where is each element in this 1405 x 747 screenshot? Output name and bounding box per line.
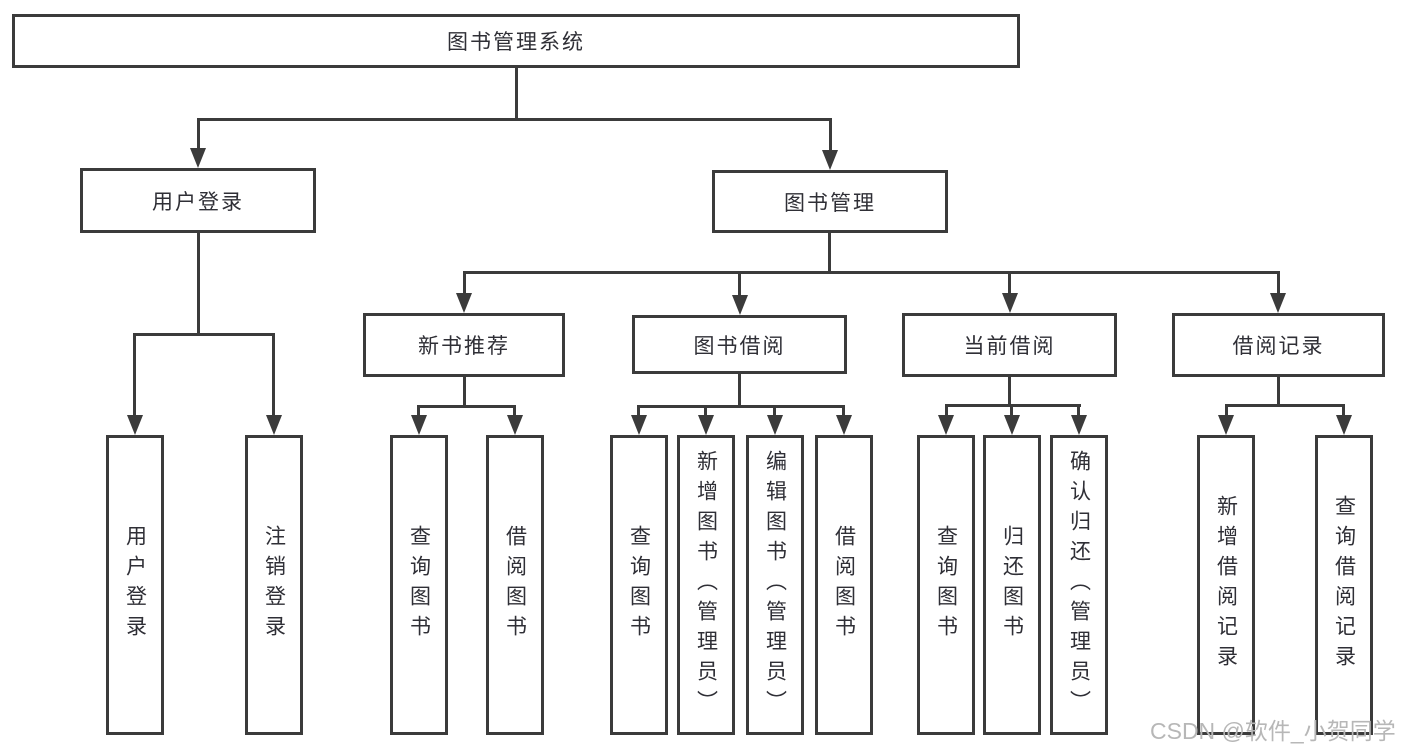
leaf-return-books: 归还图书 bbox=[983, 435, 1041, 735]
arrowhead-icon bbox=[1004, 415, 1020, 435]
leaf-borrow-books-recommend: 借阅图书 bbox=[486, 435, 544, 735]
arrowhead-icon bbox=[411, 415, 427, 435]
connector-vline bbox=[1342, 404, 1345, 417]
node-user-login: 用户登录 bbox=[80, 168, 316, 233]
connector-vline bbox=[1277, 271, 1280, 295]
connector-vline bbox=[1008, 271, 1011, 295]
connector-vline bbox=[197, 118, 200, 150]
connector-hline bbox=[637, 405, 845, 408]
arrowhead-icon bbox=[456, 293, 472, 313]
node-book-borrow: 图书借阅 bbox=[632, 315, 847, 374]
connector-vline bbox=[1008, 377, 1011, 406]
connector-vline bbox=[704, 405, 707, 417]
arrowhead-icon bbox=[266, 415, 282, 435]
connector-vline bbox=[1010, 404, 1013, 417]
node-current-borrow: 当前借阅 bbox=[902, 313, 1117, 377]
leaf-borrow-books: 借阅图书 bbox=[815, 435, 873, 735]
connector-vline bbox=[463, 271, 466, 295]
connector-vline bbox=[773, 405, 776, 417]
leaf-query-books-current: 查询图书 bbox=[917, 435, 975, 735]
leaf-confirm-return-admin: 确认归还（管理员） bbox=[1050, 435, 1108, 735]
arrowhead-icon bbox=[698, 415, 714, 435]
connector-hline bbox=[945, 404, 1081, 407]
node-new-book-recommend: 新书推荐 bbox=[363, 313, 565, 377]
connector-vline bbox=[272, 333, 275, 417]
leaf-user-login: 用户登录 bbox=[106, 435, 164, 735]
arrowhead-icon bbox=[1071, 415, 1087, 435]
leaf-logout: 注销登录 bbox=[245, 435, 303, 735]
node-root: 图书管理系统 bbox=[12, 14, 1020, 68]
connector-vline bbox=[842, 405, 845, 417]
arrowhead-icon bbox=[836, 415, 852, 435]
arrowhead-icon bbox=[822, 150, 838, 170]
connector-vline bbox=[1225, 404, 1228, 417]
arrowhead-icon bbox=[1218, 415, 1234, 435]
connector-hline bbox=[197, 118, 832, 121]
connector-vline bbox=[1277, 377, 1280, 406]
leaf-add-books-admin: 新增图书（管理员） bbox=[677, 435, 735, 735]
connector-vline bbox=[513, 405, 516, 417]
connector-vline bbox=[637, 405, 640, 417]
leaf-add-borrow-record: 新增借阅记录 bbox=[1197, 435, 1255, 735]
leaf-query-books-recommend: 查询图书 bbox=[390, 435, 448, 735]
leaf-query-books-borrow: 查询图书 bbox=[610, 435, 668, 735]
connector-vline bbox=[133, 333, 136, 417]
leaf-edit-books-admin: 编辑图书（管理员） bbox=[746, 435, 804, 735]
arrowhead-icon bbox=[1270, 293, 1286, 313]
arrowhead-icon bbox=[938, 415, 954, 435]
connector-vline bbox=[945, 404, 948, 417]
connector-vline bbox=[829, 118, 832, 152]
connector-vline bbox=[197, 233, 200, 335]
connector-vline bbox=[828, 233, 831, 273]
arrowhead-icon bbox=[631, 415, 647, 435]
connector-vline bbox=[1077, 404, 1080, 417]
node-borrow-records: 借阅记录 bbox=[1172, 313, 1385, 377]
watermark: CSDN @软件_小贺同学 bbox=[1150, 718, 1396, 744]
arrowhead-icon bbox=[190, 148, 206, 168]
connector-vline bbox=[463, 377, 466, 407]
arrowhead-icon bbox=[507, 415, 523, 435]
connector-vline bbox=[515, 68, 518, 120]
arrowhead-icon bbox=[732, 295, 748, 315]
connector-vline bbox=[738, 374, 741, 407]
connector-hline bbox=[463, 271, 1280, 274]
arrowhead-icon bbox=[127, 415, 143, 435]
leaf-query-borrow-record: 查询借阅记录 bbox=[1315, 435, 1373, 735]
arrowhead-icon bbox=[1336, 415, 1352, 435]
connector-vline bbox=[417, 405, 420, 417]
connector-hline bbox=[417, 405, 516, 408]
connector-vline bbox=[738, 271, 741, 297]
arrowhead-icon bbox=[767, 415, 783, 435]
connector-hline bbox=[1225, 404, 1345, 407]
connector-hline bbox=[133, 333, 275, 336]
arrowhead-icon bbox=[1002, 293, 1018, 313]
node-book-management: 图书管理 bbox=[712, 170, 948, 233]
